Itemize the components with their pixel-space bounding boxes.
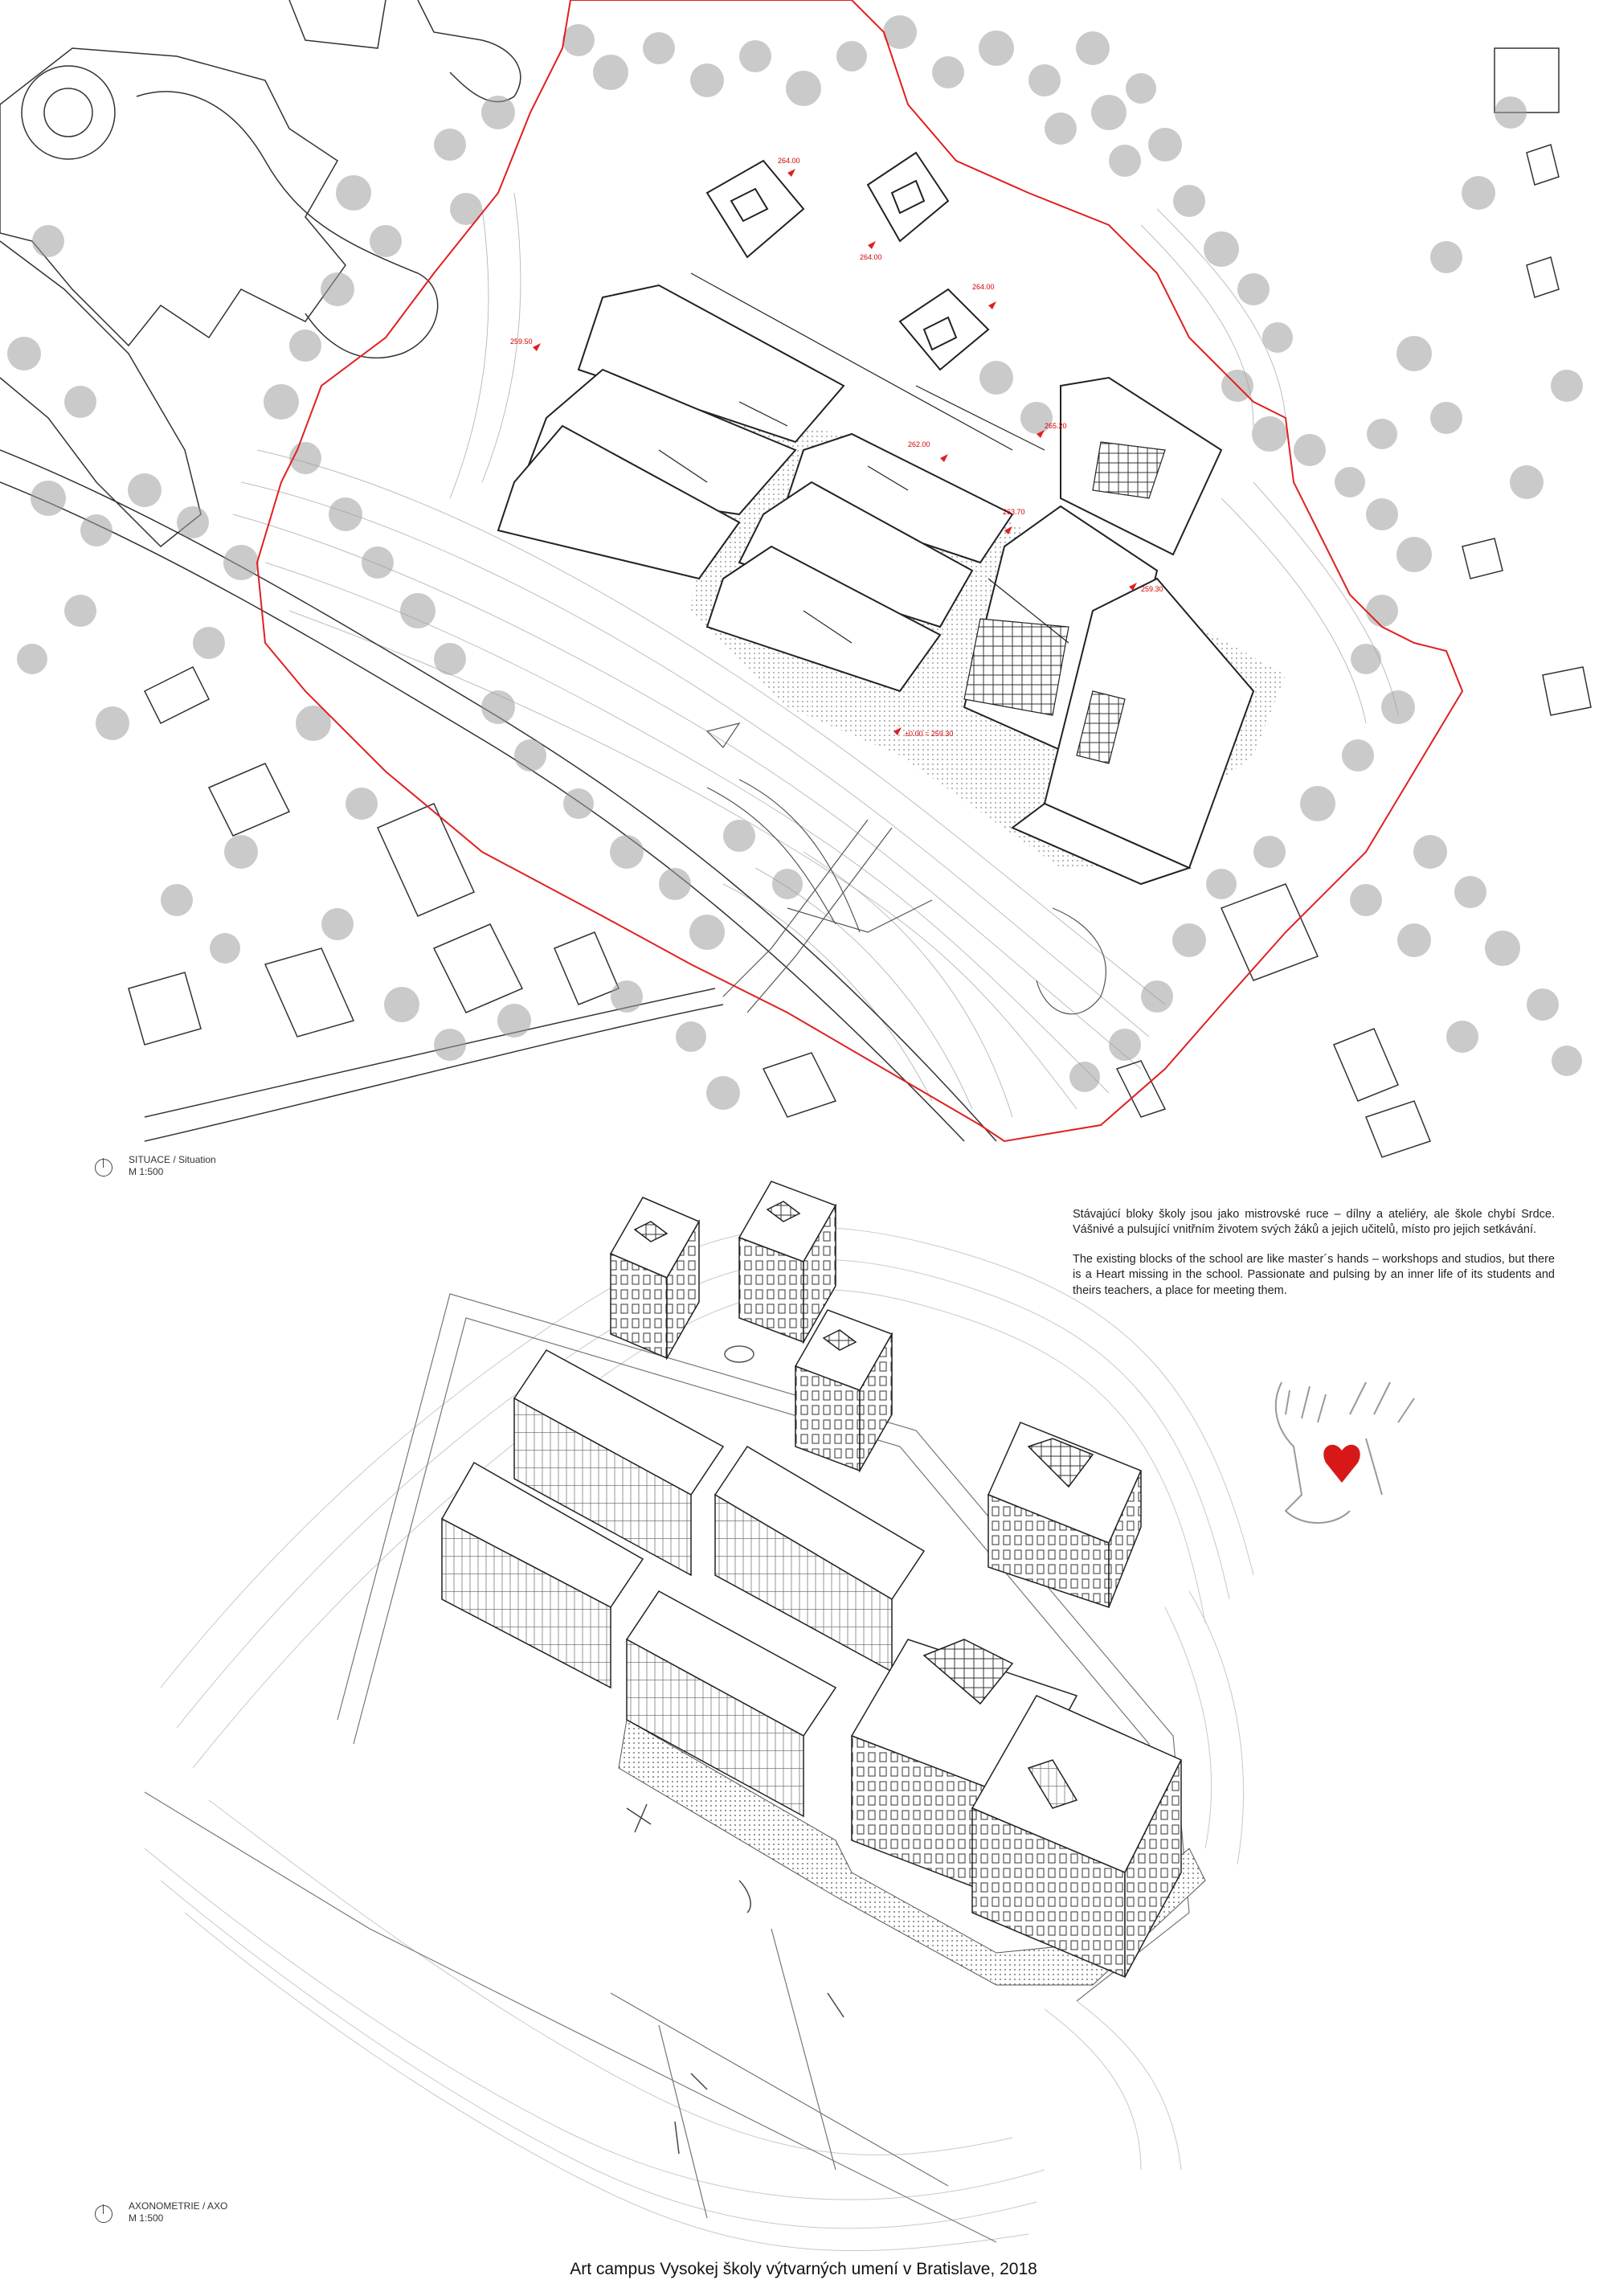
site-plan bbox=[0, 0, 1592, 1158]
description-paragraph-sk: Stávajúcí bloky školy jsou jako mistrovs… bbox=[1073, 1208, 1555, 1237]
elevation-label: 265.20 bbox=[1045, 422, 1067, 430]
description-text: Stávajúcí bloky školy jsou jako mistrovs… bbox=[1073, 1207, 1555, 1313]
neighbour-buildings bbox=[0, 0, 521, 548]
elevation-label: 264.00 bbox=[778, 157, 800, 165]
north-arrow-site bbox=[95, 1158, 112, 1177]
elevation-label: ±0.00 = 259.30 bbox=[905, 730, 954, 738]
axo-paving bbox=[618, 1719, 1206, 1986]
elevation-label: 263.70 bbox=[1003, 508, 1025, 516]
axo-title: AXONOMETRIE / AXO bbox=[129, 2200, 228, 2212]
elevation-label: 264.00 bbox=[972, 283, 995, 291]
elevation-label: 259.50 bbox=[510, 338, 533, 346]
elevation-label: 259.30 bbox=[1141, 585, 1163, 593]
site-boundary bbox=[256, 0, 1464, 1143]
neighbour-houses bbox=[128, 47, 1592, 1158]
park-paths bbox=[705, 722, 1106, 1015]
site-plan-label: SITUACE / Situation M 1:500 bbox=[129, 1154, 216, 1178]
elevation-markers bbox=[533, 169, 1137, 735]
elevation-label: 262.00 bbox=[908, 440, 930, 448]
elevation-label: 264.00 bbox=[860, 253, 882, 261]
axo-label: AXONOMETRIE / AXO M 1:500 bbox=[129, 2200, 227, 2224]
glass-roofs bbox=[963, 441, 1166, 764]
axo-contours bbox=[144, 1226, 1254, 2252]
description-paragraph-en: The existing blocks of the school are li… bbox=[1073, 1253, 1555, 1297]
heart-hands-sketch bbox=[1274, 1381, 1415, 1524]
trees bbox=[7, 15, 1583, 1110]
north-arrow-axo bbox=[95, 2204, 112, 2223]
site-plan-title: SITUACE / Situation bbox=[129, 1154, 216, 1165]
poster-caption: Art campus Vysokej školy výtvarných umen… bbox=[570, 2260, 1037, 2278]
axo-central bbox=[850, 1422, 1183, 1979]
axo-towers bbox=[609, 1181, 893, 1473]
towers-plan bbox=[705, 151, 990, 371]
walkways bbox=[658, 272, 1069, 644]
site-plan-scale: M 1:500 bbox=[129, 1166, 164, 1177]
axo-wings bbox=[440, 1349, 926, 1818]
axonometric bbox=[144, 1181, 1254, 2252]
axo-scale: M 1:500 bbox=[129, 2212, 164, 2224]
axo-park-objects bbox=[626, 1345, 844, 2155]
